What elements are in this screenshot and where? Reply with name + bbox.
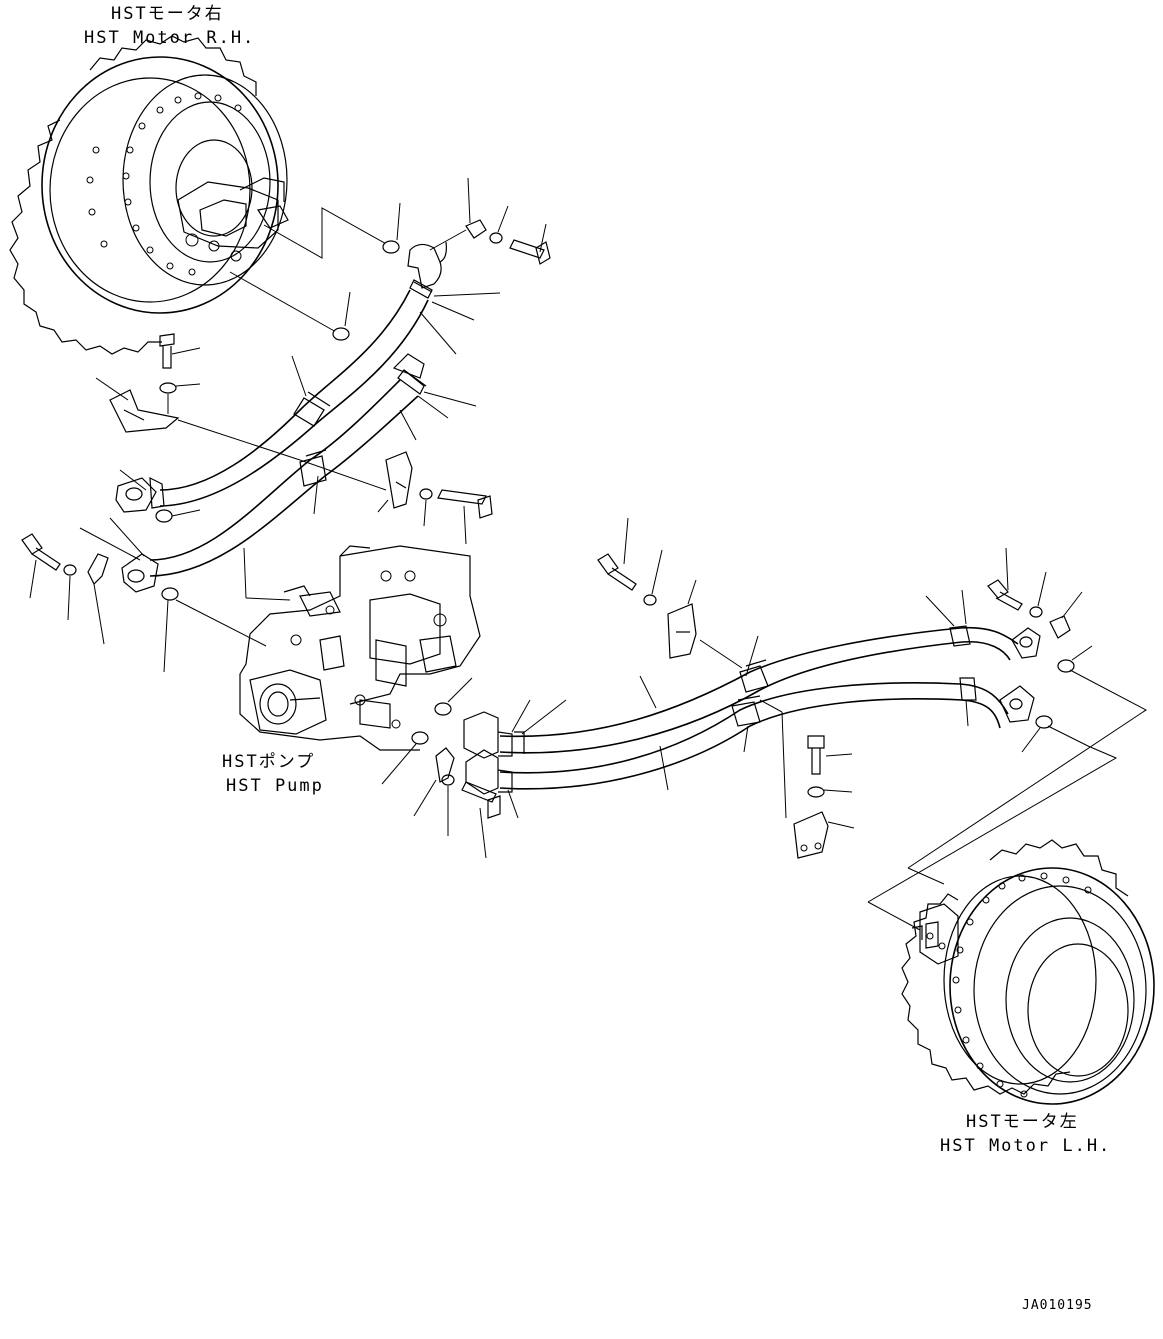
motor-lh-label-jp: HSTモータ左 xyxy=(966,1112,1079,1132)
o-ring xyxy=(382,240,400,254)
motor-lh-label-en: HST Motor L.H. xyxy=(940,1136,1112,1156)
pump-label-en: HST Pump xyxy=(226,776,324,796)
upper-hose-2 xyxy=(121,353,427,593)
lower-hose-1 xyxy=(463,625,1041,759)
pump-label-jp: HSTポンプ xyxy=(222,752,316,772)
upper-hose-1 xyxy=(115,279,433,513)
lower-hose-2 xyxy=(465,677,1035,795)
hst-motor-rh-drawing xyxy=(9,35,289,355)
drawing-number: JA010195 xyxy=(1022,1298,1093,1313)
hst-pump-drawing xyxy=(239,545,481,751)
motor-rh-label-en: HST Motor R.H. xyxy=(84,28,256,48)
motor-rh-label-jp: HSTモータ右 xyxy=(111,4,224,24)
hst-motor-lh-drawing xyxy=(901,839,1155,1105)
